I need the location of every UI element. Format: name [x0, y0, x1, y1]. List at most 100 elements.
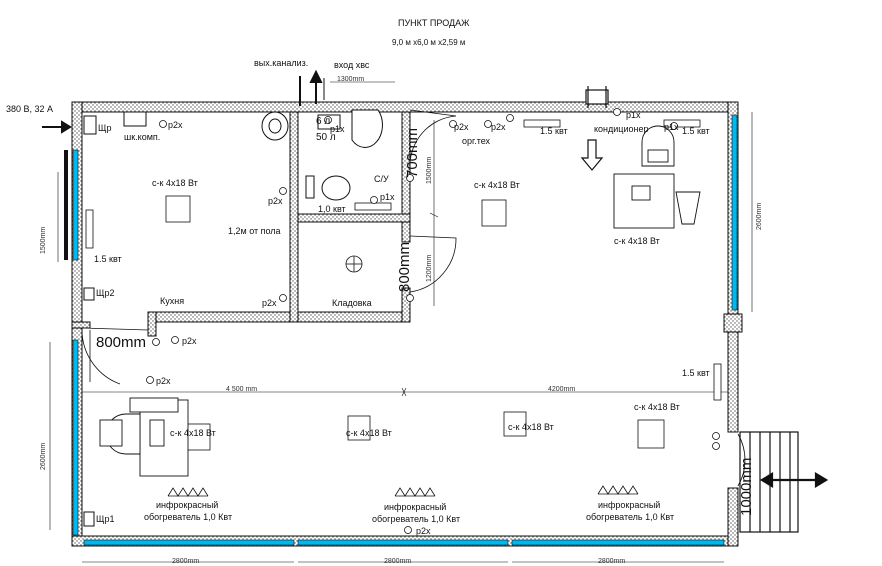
door-entrance-width: 1000mm [738, 457, 755, 516]
light-kitchen [165, 195, 191, 223]
ir-heater-label-line2: обогреватель 1,0 Квт [586, 512, 675, 522]
window-left-bottom [72, 339, 79, 536]
window-right [731, 114, 738, 311]
socket-label: р2х [262, 298, 277, 308]
heater-wc-label: 1,0 квт [318, 204, 346, 214]
entrance-arrow [759, 472, 829, 488]
window-bottom-3 [511, 539, 725, 546]
window-bottom-1 [83, 539, 295, 546]
door-wc-swing [409, 109, 457, 169]
sanitary [261, 109, 383, 201]
panels [83, 111, 147, 527]
ir-heater-label-line2: обогреватель 1,0 Квт [144, 512, 233, 522]
panel-main-label: Щр [98, 123, 112, 133]
light-label: с-к 4х18 Вт [614, 236, 660, 246]
wall-store-right [401, 287, 411, 323]
socket-label: р2х [156, 376, 171, 386]
light-label: с-к 4х18 Вт [474, 180, 520, 190]
door-left-width: 800mm [96, 334, 147, 351]
light-hall-3 [637, 419, 665, 449]
heater-kw-label: 1.5 квт [94, 254, 122, 264]
socket-label: р1х [626, 110, 641, 120]
boiler-large-label: 50 л [316, 132, 336, 143]
socket-label: р1х [664, 122, 679, 132]
ir-heaters [167, 485, 639, 497]
wall-kitchen-store-bottom [147, 311, 411, 323]
sewer-outlet-label: вых.канализ. [254, 58, 309, 68]
room-wc-label: С/У [374, 174, 389, 184]
room-storage-label: Кладовка [332, 298, 372, 308]
orgtech-label: орг.тех [462, 136, 491, 146]
aircon-label: кондиционер [594, 124, 649, 134]
light-label: с-к 4х18 Вт [634, 402, 680, 412]
room-kitchen-label: Кухня [160, 296, 185, 306]
power-input-label: 380 В, 32 А [6, 104, 54, 114]
dim-hall-left: 4 500 mm [226, 386, 258, 393]
wall-kitchen-stub [147, 311, 157, 337]
wall-heaters [85, 119, 722, 401]
dim-left-window: 1500mm [40, 226, 47, 254]
wc-sink [351, 109, 383, 148]
water-dimension: 1300mm [337, 76, 365, 83]
light-office [481, 199, 507, 227]
dim-store-height: 1200mm [426, 254, 433, 282]
dim-bottom-3: 2800mm [598, 558, 626, 565]
plan-size: 9,0 м х6,0 м х2,59 м [392, 38, 466, 47]
door-store-swing [409, 235, 457, 293]
heater-kw-label: 1.5 квт [682, 126, 710, 136]
light-label: с-к 4х18 Вт [508, 422, 554, 432]
ir-heater-label-line2: обогреватель 1,0 Квт [372, 514, 461, 524]
office-desk [613, 173, 675, 229]
light-label: с-к 4х18 Вт [152, 178, 198, 188]
window-left-top [72, 149, 79, 261]
wall-partition [289, 111, 299, 323]
power-arrow [42, 120, 72, 134]
dim-bottom-2: 2800mm [384, 558, 412, 565]
ir-heater-label-line1: инфрокрасный [598, 500, 661, 510]
socket-label: р1х [380, 192, 395, 202]
panel2-label: Щр2 [96, 288, 115, 298]
panel1-label: Щр1 [96, 514, 115, 524]
air-conditioner [580, 86, 609, 171]
boiler-small-label: 6 л [316, 116, 331, 127]
furniture [99, 125, 701, 477]
socket-label: р2х [491, 122, 506, 132]
wall-right-lower [727, 487, 739, 547]
light-label: с-к 4х18 Вт [346, 428, 392, 438]
ir-heater-label-line1: инфрокрасный [384, 502, 447, 512]
light-hall-1 [347, 415, 371, 441]
plan-title: ПУНКТ ПРОДАЖ [398, 18, 470, 28]
socket-label: р2х [168, 120, 183, 130]
office-equipment [675, 191, 701, 225]
window-bottom-2 [297, 539, 509, 546]
light-fixtures [165, 195, 665, 451]
door-left-swing [81, 327, 149, 385]
windows [72, 114, 738, 546]
dim-left-lower: 2600mm [40, 442, 47, 470]
dim-right-upper: 2600mm [756, 202, 763, 230]
entrance-stairs [737, 431, 799, 533]
ir-heater-label-line1: инфрокрасный [156, 500, 219, 510]
socket-label: р2х [454, 122, 469, 132]
light-label: с-к 4х18 Вт [170, 428, 216, 438]
heater-kw-label: 1.5 квт [540, 126, 568, 136]
light-hall-2 [503, 411, 527, 437]
socket-symbols [146, 108, 720, 534]
socket-label: р1х [330, 124, 345, 134]
utility-pipes [299, 69, 325, 106]
water-inlet-label: вход хвс [334, 60, 370, 70]
wall-right-stub [723, 313, 743, 333]
wall-wc-bottom [297, 213, 411, 223]
socket-label: р2х [268, 196, 283, 206]
dim-bottom-1: 2800mm [172, 558, 200, 565]
dim-hall-right: 4200mm [548, 386, 576, 393]
wall-left-door-stub [71, 321, 91, 329]
socket-label: р2х [416, 526, 431, 536]
socket-label: р2х [182, 336, 197, 346]
door-store-width: 800mm [396, 241, 413, 292]
wall-left-outer-stripe [64, 150, 68, 260]
dim-wc-height: 1500mm [426, 156, 433, 184]
cabinet-label: шк.комп. [124, 132, 161, 142]
heater-kw-label: 1.5 квт [682, 368, 710, 378]
